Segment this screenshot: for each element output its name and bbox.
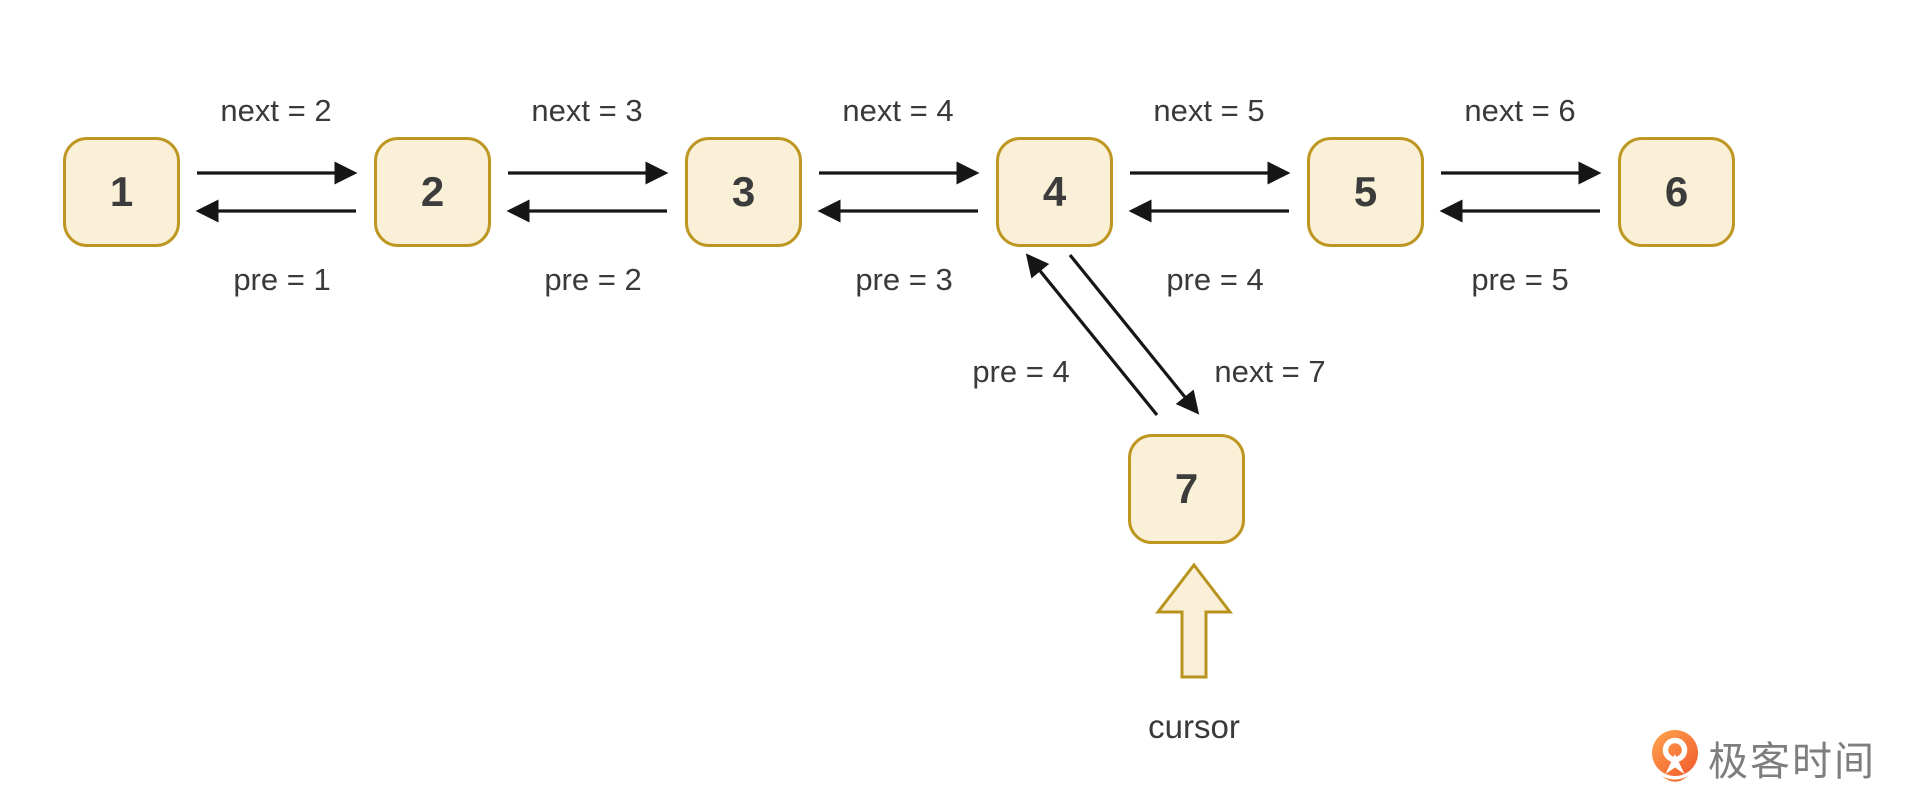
next-label-1-2: next = 2	[220, 93, 332, 128]
pre-label-3-2: pre = 2	[544, 262, 642, 297]
pre-label-2-1: pre = 1	[233, 262, 331, 297]
insert-next-label: next = 7	[1214, 354, 1326, 389]
next-label-2-3: next = 3	[531, 93, 643, 128]
next-label-5-6: next = 6	[1464, 93, 1576, 128]
pre-label-4-3: pre = 3	[855, 262, 953, 297]
pre-arrow-7-4	[1025, 253, 1159, 417]
next-label-3-4: next = 4	[842, 93, 954, 128]
geektime-logo-icon	[1652, 729, 1698, 782]
list-node-6: 6	[1618, 137, 1735, 247]
pre-label-5-4: pre = 4	[1166, 262, 1264, 297]
insert-pre-label: pre = 4	[972, 354, 1070, 389]
pre-label-6-5: pre = 5	[1471, 262, 1569, 297]
list-node-4: 4	[996, 137, 1113, 247]
next-label-4-5: next = 5	[1153, 93, 1265, 128]
geektime-logo-text: 极客时间	[1708, 740, 1876, 784]
list-node-2: 2	[374, 137, 491, 247]
list-node-3: 3	[685, 137, 802, 247]
list-node-5: 5	[1307, 137, 1424, 247]
cursor-caption: cursor	[1148, 708, 1240, 745]
list-node-1: 1	[63, 137, 180, 247]
list-node-7-new: 7	[1128, 434, 1245, 544]
cursor-arrow-icon	[1154, 562, 1234, 679]
geektime-logo: 极客时间	[1652, 729, 1876, 787]
